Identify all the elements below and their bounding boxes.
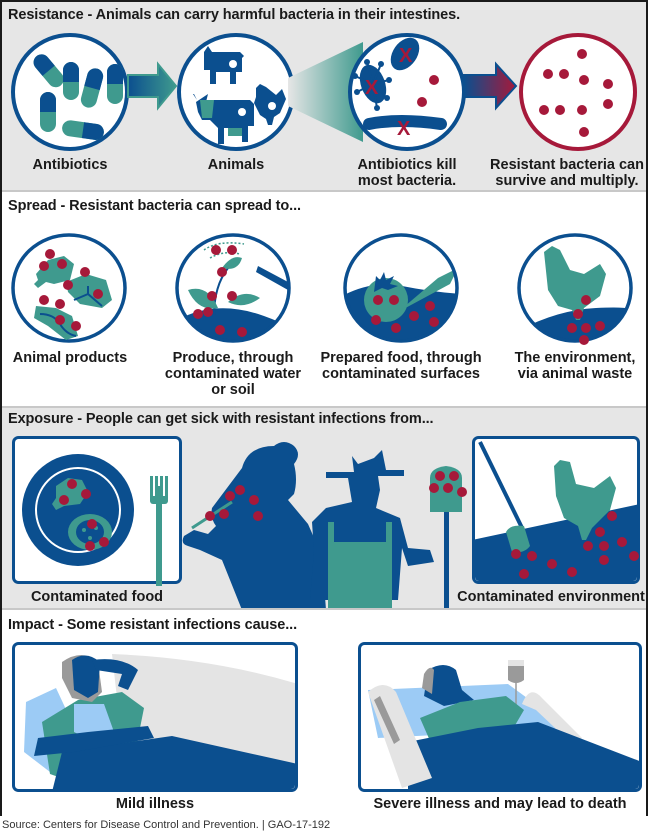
svg-text:X: X	[397, 118, 411, 140]
magnify-beam	[288, 42, 363, 142]
hospital-bed-iv-icon	[358, 642, 642, 792]
infographic-frame: Resistance - Animals can carry harmful b…	[0, 0, 648, 816]
arrow-right-icon	[463, 61, 518, 111]
section-title-exposure: Exposure - People can get sick with resi…	[8, 411, 434, 427]
divider	[2, 608, 646, 610]
divider	[2, 406, 646, 408]
caption-environment: The environment, via animal waste	[514, 350, 636, 382]
section-exposure: Exposure - People can get sick with resi…	[2, 408, 646, 610]
divider	[2, 190, 646, 192]
svg-text:X: X	[399, 45, 413, 67]
antibiotic-capsules-icon	[11, 33, 129, 151]
caption-animal-products: Animal products	[12, 350, 128, 366]
caption-contaminated-environment: Contaminated environment	[457, 589, 645, 605]
caption-animals: Animals	[207, 157, 265, 173]
caption-resistant-bacteria: Resistant bacteria can survive and multi…	[490, 157, 644, 189]
shovel-chicken-icon	[472, 436, 640, 584]
caption-mild-illness: Mild illness	[115, 796, 195, 812]
woman-eating-farmer-icon	[182, 442, 467, 610]
bacteria-killed-icon: X X X	[348, 33, 466, 151]
farm-animals-icon	[177, 33, 295, 151]
section-impact: Impact - Some resistant infections cause…	[2, 610, 646, 816]
arrow-right-icon	[127, 61, 178, 111]
source-note: Source: Centers for Disease Control and …	[2, 819, 331, 831]
svg-text:X: X	[365, 77, 379, 99]
section-title-spread: Spread - Resistant bacteria can spread t…	[8, 198, 301, 214]
section-title-impact: Impact - Some resistant infections cause…	[8, 617, 298, 633]
section-resistance: Resistance - Animals can carry harmful b…	[2, 2, 646, 190]
caption-antibiotics-kill: Antibiotics kill most bacteria.	[357, 157, 457, 189]
caption-severe-illness: Severe illness and may lead to death	[373, 796, 627, 812]
plate-food-icon	[12, 436, 182, 586]
section-spread: Spread - Resistant bacteria can spread t…	[2, 192, 646, 406]
tomato-knife-icon	[343, 233, 459, 343]
chicken-waste-icon	[517, 233, 633, 345]
caption-produce: Produce, through contaminated water or s…	[164, 350, 302, 398]
sick-person-bed-icon	[12, 642, 298, 792]
caption-prepared-food: Prepared food, through contaminated surf…	[320, 350, 482, 382]
meat-products-icon	[11, 233, 127, 343]
caption-antibiotics: Antibiotics	[32, 157, 108, 173]
resistant-bacteria-icon	[519, 33, 637, 151]
section-title-resistance: Resistance - Animals can carry harmful b…	[8, 7, 460, 23]
watered-plant-icon	[175, 233, 291, 343]
caption-contaminated-food: Contaminated food	[30, 589, 164, 605]
